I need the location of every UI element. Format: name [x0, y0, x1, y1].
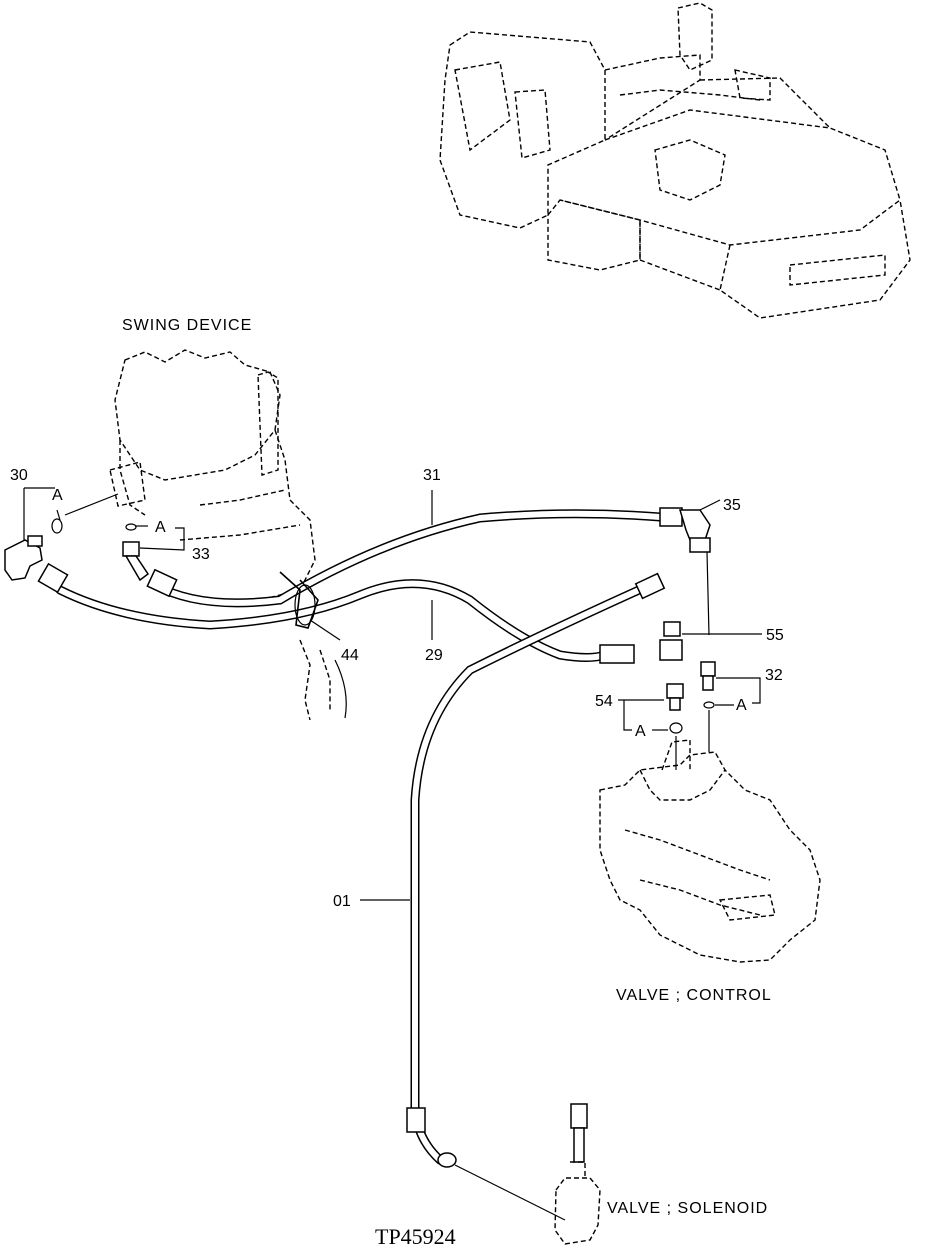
- callout-32: 32: [765, 667, 783, 684]
- control-valve-drawing: [599, 739, 821, 963]
- fitting-55: [659, 621, 683, 661]
- caption-valve-solenoid: VALVE ; SOLENOID: [607, 1200, 768, 1217]
- leader-lines: [23, 487, 762, 1221]
- callout-33: 33: [192, 546, 210, 563]
- elbow-fitting-35: [678, 509, 711, 553]
- fitting-32: [700, 661, 716, 709]
- hose-fittings: [37, 507, 683, 1168]
- caption-valve-control: VALVE ; CONTROL: [616, 987, 772, 1004]
- swing-device-drawing: [109, 349, 347, 721]
- callout-35: 35: [723, 497, 741, 514]
- callout-44: 44: [341, 647, 359, 664]
- solenoid-valve-drawing: [554, 1103, 601, 1245]
- ref-letter-a-54: A: [635, 723, 646, 740]
- ref-letter-a-30: A: [52, 487, 63, 504]
- ref-letter-a-32: A: [736, 697, 747, 714]
- callout-54: 54: [595, 693, 613, 710]
- callout-01: 01: [333, 893, 351, 910]
- callout-29: 29: [425, 647, 443, 664]
- clamp-44: [279, 571, 319, 629]
- callout-31: 31: [423, 467, 441, 484]
- excavator-overview-drawing: [439, 2, 911, 319]
- fitting-54: [666, 683, 684, 734]
- callout-30: 30: [10, 467, 28, 484]
- fitting-33: [122, 523, 150, 582]
- callout-55: 55: [766, 627, 784, 644]
- captions: SWING DEVICE VALVE ; CONTROL VALVE ; SOL…: [122, 317, 772, 1249]
- elbow-fitting-30: [4, 535, 43, 581]
- ref-letter-a-33: A: [155, 519, 166, 536]
- hose-31: [150, 509, 665, 608]
- figure-id: TP45924: [375, 1224, 456, 1249]
- caption-swing-device: SWING DEVICE: [122, 317, 252, 334]
- callout-labels: 30 A 31 35 A 33 44 29 55 32 A 54 A 01: [10, 467, 784, 910]
- hose-01: [410, 580, 655, 1165]
- hose-29: [55, 579, 610, 662]
- o-ring-30: [51, 518, 63, 534]
